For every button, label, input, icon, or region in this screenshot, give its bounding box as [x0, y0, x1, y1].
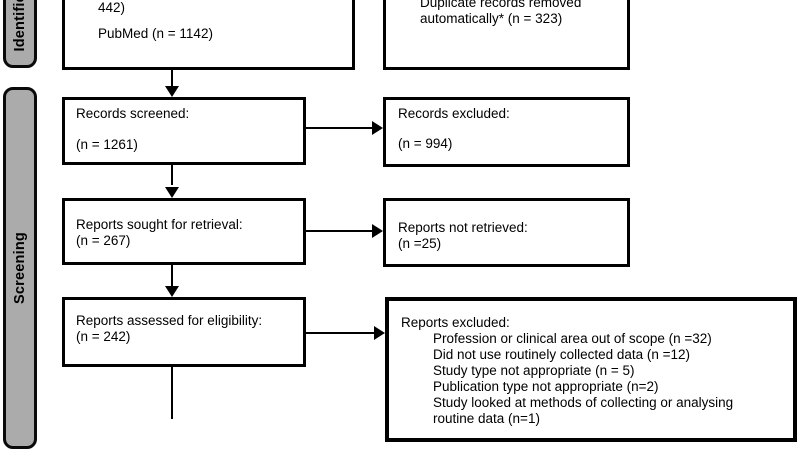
reports-excluded-reason: Did not use routinely collected data (n … [433, 347, 691, 362]
arrow-line-screened-to-sought [171, 165, 173, 185]
reports-sought-count: (n = 267) [76, 233, 131, 248]
arrowhead-right-icon [372, 224, 383, 238]
identification-stage-bar: Identification [3, 0, 37, 68]
arrowhead-right-icon [374, 326, 385, 340]
arrow-line-identified-to-screened [171, 70, 173, 87]
reports-excluded-reason: Profession or clinical area out of scope… [433, 331, 712, 346]
duplicates-removed-line-1: Duplicate records removed [420, 0, 582, 10]
screening-stage-label: Screening [12, 232, 28, 304]
reports-sought-title: Reports sought for retrieval: [76, 217, 243, 232]
reports-not-retrieved-count: (n =25) [398, 236, 442, 251]
records-screened-count: (n = 1261) [76, 137, 138, 152]
records-identified-box: 442) PubMed (n = 1142) [62, 0, 355, 70]
reports-not-retrieved-title: Reports not retrieved: [398, 220, 528, 235]
records-screened-box: Records screened: (n = 1261) [62, 97, 306, 165]
screening-stage-bar: Screening [3, 87, 37, 449]
identification-stage-label: Identification [12, 0, 28, 52]
arrowhead-right-icon [372, 121, 383, 135]
records-screened-title: Records screened: [76, 106, 190, 121]
reports-excluded-reason: Study type not appropriate (n = 5) [433, 363, 635, 378]
reports-excluded-reason: Study looked at methods of collecting or… [433, 395, 734, 410]
reports-excluded-title: Reports excluded: [401, 315, 510, 330]
arrow-line-sought-to-not-retrieved [306, 230, 374, 232]
arrow-line-assessed-to-included [171, 367, 173, 419]
arrow-line-screened-to-excluded [306, 127, 374, 129]
reports-excluded-box: Reports excluded: Profession or clinical… [385, 297, 797, 442]
reports-excluded-reason: routine data (n=1) [433, 411, 540, 426]
records-excluded-box: Records excluded: (n = 994) [383, 97, 630, 167]
records-excluded-title: Records excluded: [398, 106, 510, 121]
arrowhead-down-icon [165, 286, 179, 297]
reports-assessed-title: Reports assessed for eligibility: [76, 313, 263, 328]
duplicates-removed-line-2: automatically* (n = 323) [420, 11, 563, 26]
reports-assessed-box: Reports assessed for eligibility: (n = 2… [62, 297, 306, 367]
reports-assessed-count: (n = 242) [76, 329, 131, 344]
duplicates-removed-box: Duplicate records removed automatically*… [383, 0, 630, 70]
records-identified-line-1: 442) [98, 0, 126, 15]
arrow-line-assessed-to-reports-excluded [306, 332, 376, 334]
records-identified-line-2: PubMed (n = 1142) [98, 26, 213, 41]
reports-excluded-reason: Publication type not appropriate (n=2) [433, 379, 659, 394]
reports-not-retrieved-box: Reports not retrieved: (n =25) [383, 198, 630, 267]
arrowhead-down-icon [165, 86, 179, 97]
reports-sought-box: Reports sought for retrieval: (n = 267) [62, 198, 306, 265]
arrow-line-sought-to-assessed [171, 265, 173, 287]
records-excluded-count: (n = 994) [398, 136, 453, 151]
arrowhead-down-icon [165, 187, 179, 198]
